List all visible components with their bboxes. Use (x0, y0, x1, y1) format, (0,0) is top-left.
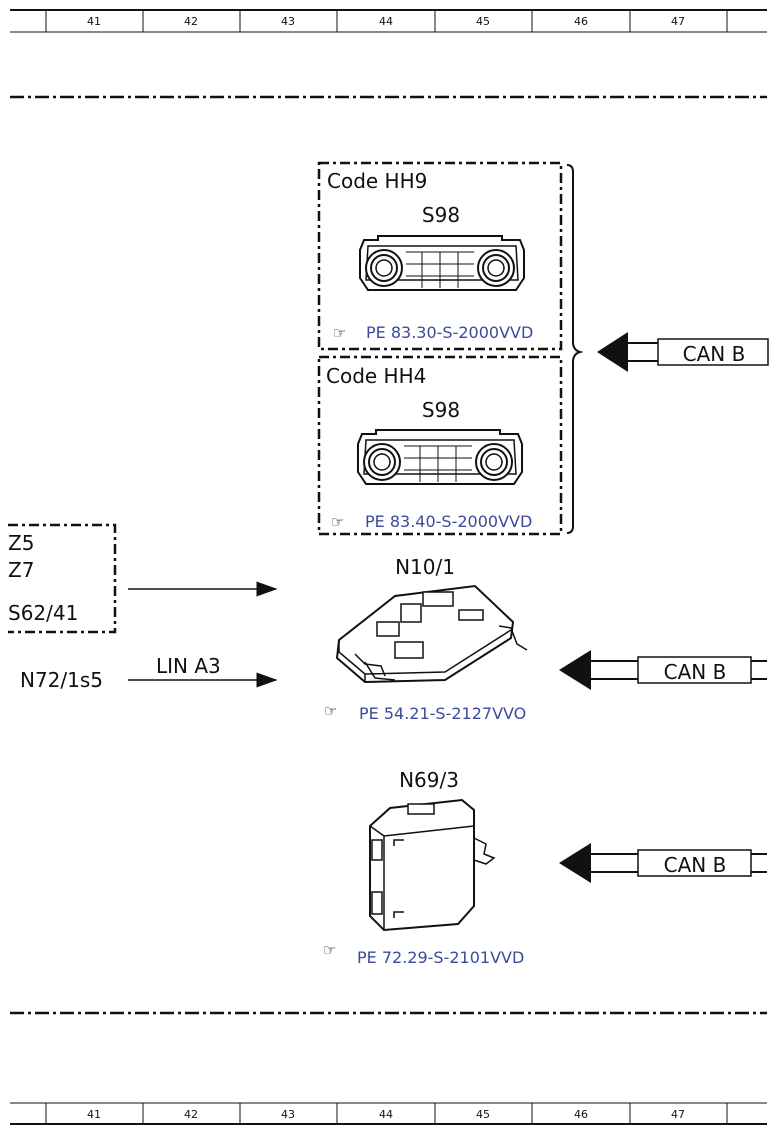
pointing-hand-icon: ☞ (323, 941, 336, 959)
ruler-col-41: 41 (87, 15, 101, 28)
can-bus-connector-1: CAN B (597, 332, 769, 372)
ruler-col-43: 43 (281, 15, 295, 28)
pointing-hand-icon: ☞ (324, 702, 337, 720)
ruler-col-42: 42 (184, 15, 198, 28)
ruler-col-46: 46 (574, 15, 588, 28)
ref-link-hh9[interactable]: ☞ PE 83.30-S-2000VVD (333, 323, 533, 342)
module-n10-1: N10/1 ☞ PE 54.21-S-2127VVO (324, 555, 528, 723)
ruler-col-47: 47 (671, 1108, 685, 1121)
can-bus-label: CAN B (664, 660, 727, 684)
can-bus-label: CAN B (683, 342, 746, 366)
ref-text[interactable]: PE 83.30-S-2000VVD (366, 323, 533, 342)
ref-link-hh4[interactable]: ☞ PE 83.40-S-2000VVD (331, 512, 532, 531)
ruler-col-45: 45 (476, 15, 490, 28)
group-item: Z5 (8, 531, 34, 555)
top-ruler: 41 42 43 44 45 46 47 (10, 9, 767, 33)
group-item: S62/41 (8, 601, 78, 625)
ruler-col-46: 46 (574, 1108, 588, 1121)
lin-bus-label: LIN A3 (156, 654, 221, 678)
code-group-hh9: Code HH9 S98 ☞ PE 83.30-S-2000VVD (317, 161, 563, 351)
ruler-col-44: 44 (379, 1108, 393, 1121)
ruler-col-45: 45 (476, 1108, 490, 1121)
ruler-col-41: 41 (87, 1108, 101, 1121)
ref-text[interactable]: PE 54.21-S-2127VVO (359, 704, 526, 723)
lin-source-label: N72/1s5 (20, 668, 103, 692)
ref-text[interactable]: PE 72.29-S-2101VVD (357, 948, 524, 967)
left-component-group: Z5 Z7 S62/41 (8, 523, 117, 634)
pointing-hand-icon: ☞ (333, 324, 346, 342)
ruler-col-43: 43 (281, 1108, 295, 1121)
component-label: S98 (422, 203, 460, 227)
switch-panel-icon (357, 429, 523, 485)
group-brace (566, 164, 584, 534)
can-bus-label: CAN B (664, 853, 727, 877)
ref-link-n69-3[interactable]: ☞ PE 72.29-S-2101VVD (323, 941, 524, 967)
component-label: S98 (422, 398, 460, 422)
switch-panel-icon (359, 235, 525, 291)
ruler-col-44: 44 (379, 15, 393, 28)
can-bus-connector-3: CAN B (559, 843, 767, 883)
control-box-icon (369, 798, 496, 932)
ref-link-n10-1[interactable]: ☞ PE 54.21-S-2127VVO (324, 702, 526, 723)
control-unit-icon (335, 584, 528, 684)
bottom-ruler: 41 42 43 44 45 46 47 (10, 1102, 767, 1125)
code-group-hh4: Code HH4 S98 ☞ PE 83.40-S-2000VVD (317, 355, 563, 536)
code-label: Code HH9 (327, 169, 427, 193)
module-name: N10/1 (395, 555, 455, 579)
pointing-hand-icon: ☞ (331, 513, 344, 531)
can-bus-connector-2: CAN B (559, 650, 767, 690)
ruler-col-47: 47 (671, 15, 685, 28)
code-label: Code HH4 (326, 364, 426, 388)
module-n69-3: N69/3 ☞ PE 72.29-S-2101VVD (323, 768, 524, 967)
ref-text[interactable]: PE 83.40-S-2000VVD (365, 512, 532, 531)
ruler-col-42: 42 (184, 1108, 198, 1121)
module-name: N69/3 (399, 768, 459, 792)
group-item: Z7 (8, 558, 34, 582)
